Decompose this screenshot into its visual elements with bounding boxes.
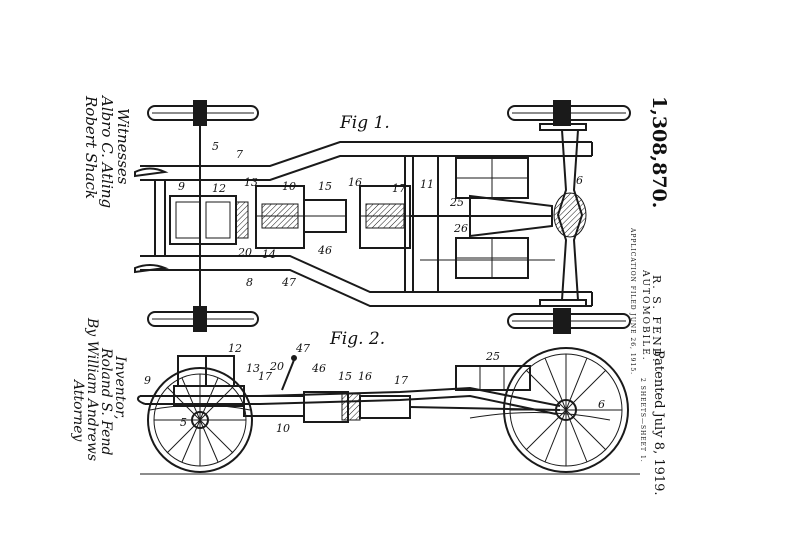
ref-num: 17 xyxy=(394,374,408,387)
attorney-role: Attorney xyxy=(70,380,86,442)
ref-num: 25 xyxy=(485,350,500,363)
patent-number: 1,308,870. xyxy=(648,96,670,209)
seat-box-26 xyxy=(455,237,529,279)
ref-num: 15 xyxy=(318,180,332,193)
ref-num: 10 xyxy=(276,422,290,435)
patented-date: Patented July 8, 1919. xyxy=(651,350,666,496)
ref-num: 6 xyxy=(598,398,605,411)
fig2-front-wheel xyxy=(147,367,253,473)
ref-num: 10 xyxy=(282,180,296,193)
fig1-plan-view xyxy=(134,100,631,334)
ref-num: 17 xyxy=(258,370,272,383)
engine-block xyxy=(169,195,249,245)
ref-num: 5 xyxy=(212,140,219,153)
chassis-frame xyxy=(140,141,593,307)
ref-num: 13 xyxy=(246,362,260,375)
ref-num: 12 xyxy=(228,342,242,355)
ref-num: 14 xyxy=(262,248,276,261)
ref-num: 20 xyxy=(237,246,252,259)
fig1-label: Fig 1. xyxy=(339,113,390,133)
witnesses-heading: Witnesses xyxy=(114,108,132,185)
fig2-reference-numerals: 12 13 47 20 17 46 15 16 17 25 9 5 10 6 xyxy=(144,342,605,435)
ref-num: 11 xyxy=(420,178,434,191)
ref-num: 9 xyxy=(178,180,185,193)
front-wheel-bottom xyxy=(147,306,259,332)
fig2-body-box xyxy=(455,365,531,391)
ref-num: 26 xyxy=(453,222,468,235)
ref-num: 15 xyxy=(338,370,352,383)
ref-num: 12 xyxy=(212,182,226,195)
ref-num: 6 xyxy=(576,174,583,187)
witness-signature-1: Albro C. Atling xyxy=(98,96,116,209)
ref-num: 46 xyxy=(311,362,326,375)
ref-num: 16 xyxy=(358,370,372,383)
fig2-label: Fig. 2. xyxy=(329,329,385,349)
inventor-signature: Roland S. Fend xyxy=(98,348,114,456)
ref-num: 13 xyxy=(244,176,258,189)
ref-num: 25 xyxy=(449,196,464,209)
ref-num: 47 xyxy=(295,342,310,355)
ref-num: 20 xyxy=(269,360,284,373)
sheet-count: 2 SHEETS—SHEET 1. xyxy=(639,378,646,463)
seat-box-25 xyxy=(455,157,529,199)
ref-num: 16 xyxy=(348,176,362,189)
ref-num: 7 xyxy=(236,148,243,161)
ref-num: 17 xyxy=(392,182,406,195)
attorney-by-line: By William Andrews xyxy=(84,318,100,462)
ref-num: 8 xyxy=(246,276,253,289)
witness-signature-2: Robert Shack xyxy=(82,96,100,200)
rear-wheel-top xyxy=(507,100,631,131)
application-filed: APPLICATION FILED JUNE 26, 1915. xyxy=(629,228,636,376)
front-wheel-top xyxy=(147,100,259,126)
transmission-front xyxy=(255,185,305,249)
ref-num: 5 xyxy=(180,416,187,429)
invention-title: AUTOMOBILE. xyxy=(640,270,650,362)
ref-num: 9 xyxy=(144,374,151,387)
inventor-heading: Inventor, xyxy=(112,356,128,420)
ref-num: 46 xyxy=(317,244,332,257)
fig2-side-view xyxy=(136,347,640,475)
fig1-reference-numerals: 5 7 9 12 13 10 15 16 17 11 6 25 26 20 14… xyxy=(178,140,583,289)
ref-num: 47 xyxy=(281,276,296,289)
transmission-rear xyxy=(359,185,411,249)
